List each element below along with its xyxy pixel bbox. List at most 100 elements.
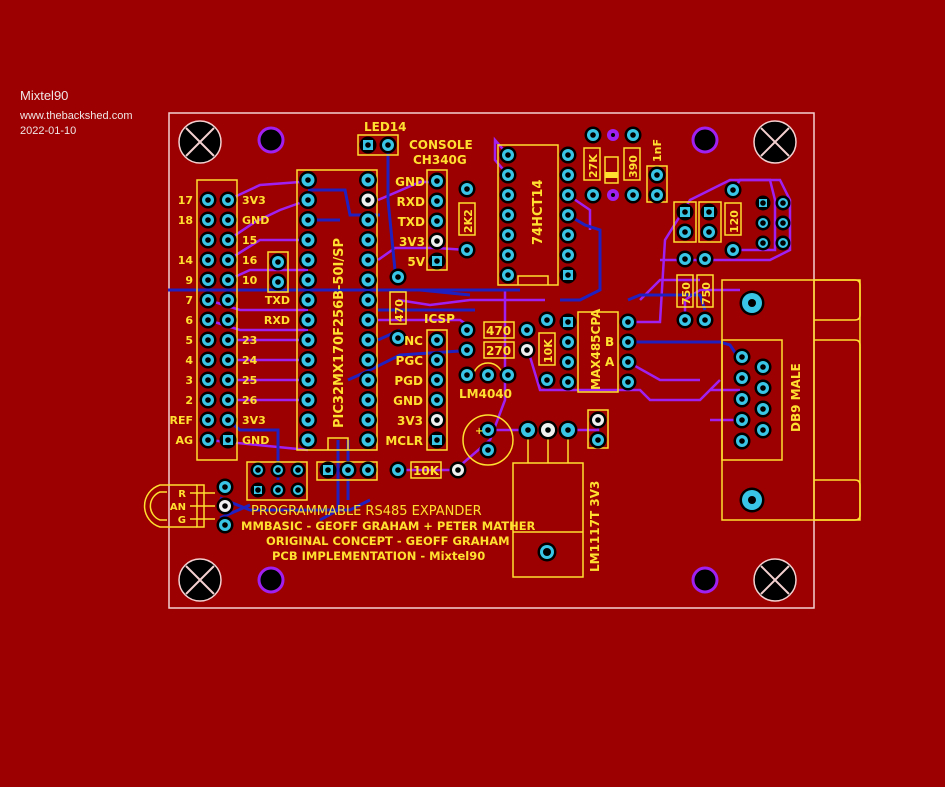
pad: [754, 421, 772, 439]
icsp-pin-label: MCLR: [385, 434, 423, 448]
resistor-2k2-label: 2K2: [462, 209, 475, 233]
mcu-label: PIC32MX170F256B-50I/SP: [332, 238, 347, 428]
pad: [199, 351, 217, 369]
date-label: 2022-01-10: [20, 125, 77, 137]
icsp-pin-label: PGC: [396, 354, 424, 368]
pad: [589, 411, 607, 429]
icsp-pin-label: NC: [404, 334, 423, 348]
right-header-pin-label: RXD: [264, 314, 290, 327]
led-label: LED14: [364, 120, 407, 134]
pad: [216, 516, 234, 534]
pad: [250, 462, 266, 478]
right-header-pin-label: 3V3: [242, 194, 266, 207]
pad: [219, 411, 237, 429]
pad: [428, 371, 446, 389]
pad: [199, 391, 217, 409]
console-pin-label: 3V3: [399, 235, 425, 249]
regulator-label: LM1117T 3V3: [588, 481, 602, 572]
pad: [219, 351, 237, 369]
pad: [696, 311, 714, 329]
left-header-pin-label: REF: [170, 414, 194, 427]
pad: [648, 186, 666, 204]
pad: [619, 353, 637, 371]
pad: [428, 391, 446, 409]
right-header-pin-label: 16: [242, 254, 258, 267]
pad: [428, 172, 446, 190]
pad: [269, 253, 287, 271]
pad: [733, 432, 751, 450]
mounting-holes: [178, 120, 797, 602]
right-header-pin-label: TXD: [265, 294, 290, 307]
right-header-pin-label: 26: [242, 394, 258, 407]
pad: [559, 333, 577, 351]
pad: [299, 291, 317, 309]
right-header-pin-label: 3V3: [242, 414, 266, 427]
pad: [755, 215, 771, 231]
pad: [299, 331, 317, 349]
mount-hole-icon: [753, 558, 797, 602]
pad: [299, 351, 317, 369]
credits-line2: ORIGINAL CONCEPT - GEOFF GRAHAM: [266, 534, 510, 548]
pad: [199, 211, 217, 229]
pad: [700, 203, 718, 221]
resistor-470h-label: 470: [486, 324, 511, 338]
mount-hole-icon: [178, 558, 222, 602]
pad: [359, 191, 377, 209]
pad: [428, 351, 446, 369]
pad: [499, 146, 517, 164]
resistor-470v-label: 470: [393, 299, 406, 322]
pad: [479, 366, 497, 384]
credits-title: PROGRAMMABLE RS485 EXPANDER: [251, 504, 482, 519]
pad: [359, 136, 377, 154]
pad: [676, 223, 694, 241]
mount-hole-icon: [753, 120, 797, 164]
ir-pin-label: R: [178, 489, 186, 500]
pad: [700, 223, 718, 241]
right-header-pin-label: GND: [242, 434, 269, 447]
pad: [676, 250, 694, 268]
pad: [479, 441, 497, 459]
left-header-pin-label: 18: [178, 214, 193, 227]
left-header-pin-label: 6: [185, 314, 193, 327]
left-header-pin-label: 4: [185, 354, 193, 367]
icsp-pin-label: PGD: [394, 374, 423, 388]
pad: [199, 231, 217, 249]
pad: [299, 231, 317, 249]
pad: [724, 181, 742, 199]
pad: [499, 366, 517, 384]
pad: [518, 321, 536, 339]
console-pin-label: RXD: [397, 195, 425, 209]
resistor-750b-label: 750: [700, 282, 713, 305]
pad: [199, 251, 217, 269]
pad: [619, 333, 637, 351]
pad: [428, 331, 446, 349]
pad: [755, 195, 771, 211]
credits-line3: PCB IMPLEMENTATION - Mixtel90: [272, 549, 485, 563]
pad: [537, 542, 557, 562]
pad: [359, 231, 377, 249]
console-pin-label: 5V: [407, 255, 425, 269]
credits-line1: MMBASIC - GEOFF GRAHAM + PETER MATHER: [241, 519, 536, 533]
pad: [775, 235, 791, 251]
pad: [290, 482, 306, 498]
pad: [359, 371, 377, 389]
pad: [458, 341, 476, 359]
pad: [219, 251, 237, 269]
pad: [359, 391, 377, 409]
pad: [428, 252, 446, 270]
pad: [538, 311, 556, 329]
silkscreen-outlines: [143, 134, 861, 578]
pad: [219, 431, 237, 449]
right-header-pin-label: 15: [242, 234, 257, 247]
pad: [733, 369, 751, 387]
icsp-title: ICSP: [424, 312, 455, 326]
icsp-pin-label: GND: [393, 394, 423, 408]
pad: [359, 431, 377, 449]
pad: [299, 371, 317, 389]
pad: [199, 191, 217, 209]
pad: [219, 391, 237, 409]
